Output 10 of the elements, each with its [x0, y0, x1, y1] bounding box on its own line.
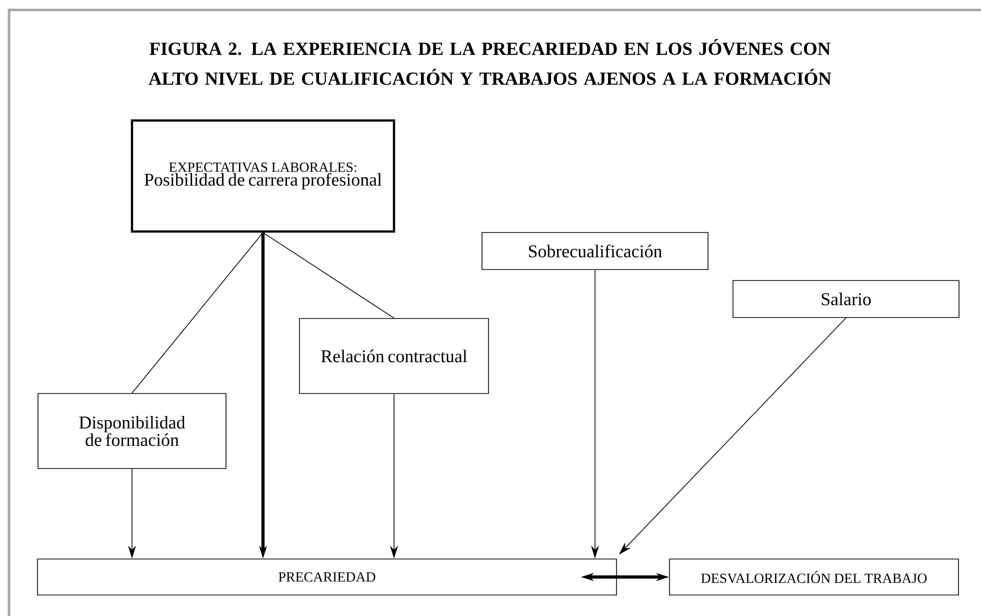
- factor-box: Relación contractual: [299, 318, 489, 394]
- figure-title: FIGURA 2. LA EXPERIENCIA DE LA PRECARIEDAD EN LOS JÓVENES CON ALTO NIVEL DE CUALIFICACIÓN Y TRABAJOS AJENOS A LA FORMACIÓN: [148, 39, 832, 85]
- factor-box: Disponibilidad de formación: [38, 393, 226, 469]
- heading-box: EXPECTATIVAS LABORALES: Posibilidad de carrera profesional: [130, 119, 396, 233]
- outcome-box: DESVALORIZACIÓN DEL TRABAJO: [669, 558, 959, 596]
- outcome-box: PRECARIEDAD: [37, 558, 617, 596]
- factor-box: Sobrecualificación: [482, 232, 708, 270]
- connector-line: [132, 232, 264, 394]
- factor-box: Salario: [732, 280, 960, 318]
- connector-line: [262, 232, 394, 318]
